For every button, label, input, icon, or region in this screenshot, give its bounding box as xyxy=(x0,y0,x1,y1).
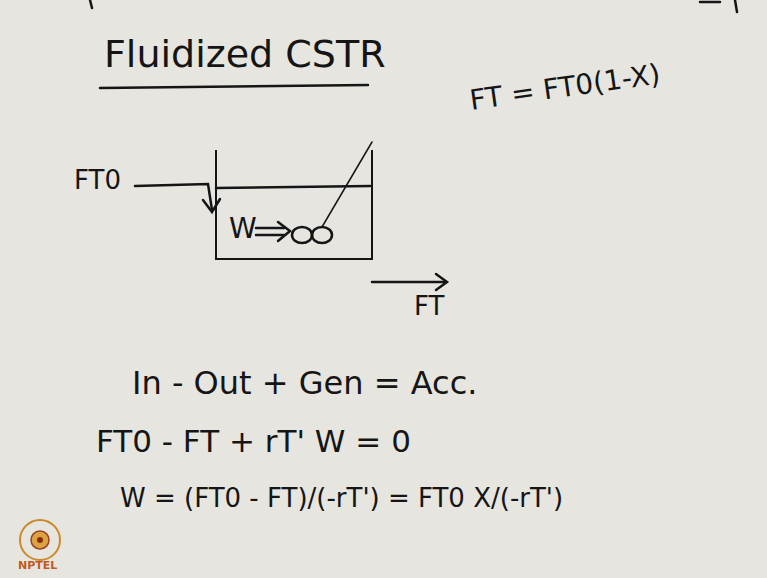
outlet-flow: FT xyxy=(414,292,444,321)
reactor-tank: W xyxy=(215,150,373,260)
mass-symbol: W xyxy=(229,214,257,245)
impeller xyxy=(292,227,312,243)
logo-text: NPTEL xyxy=(18,560,57,572)
title-underline xyxy=(100,85,368,88)
double-arrow xyxy=(256,227,284,230)
outlet-arrowhead xyxy=(436,274,447,290)
equation: In - Out + Gen = Acc. xyxy=(132,366,477,401)
equation: FT = FT0(1-X) xyxy=(468,59,662,116)
liquid-surface xyxy=(216,186,370,188)
outlet-line xyxy=(372,281,446,284)
logo xyxy=(20,520,60,560)
title: Fluidized CSTR xyxy=(104,34,386,76)
edge-mark xyxy=(735,0,737,12)
double-arrowhead xyxy=(278,222,290,241)
inlet-arrowhead xyxy=(203,199,220,212)
stirrer-shaft xyxy=(322,142,372,227)
double-arrow xyxy=(256,234,284,237)
equation: W = (FT0 - FT)/(-rT') = FT0 X/(-rT') xyxy=(120,484,563,513)
edge-mark xyxy=(90,0,92,8)
inlet-flow: FT0 xyxy=(74,166,121,195)
edge-mark xyxy=(700,1,720,4)
equation: FT0 - FT + rT' W = 0 xyxy=(96,424,411,458)
inlet-line xyxy=(135,184,212,210)
impeller xyxy=(312,227,332,243)
